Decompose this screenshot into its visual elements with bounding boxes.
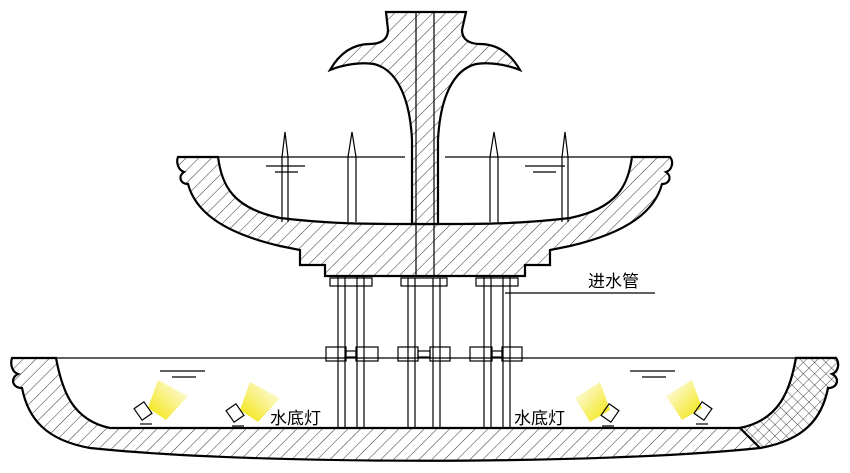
upper-bowl bbox=[176, 155, 674, 278]
nozzles bbox=[281, 131, 569, 222]
lower-basin bbox=[10, 356, 840, 462]
underwater-light-3 bbox=[575, 382, 620, 427]
lower-water-marks bbox=[160, 370, 675, 378]
underwater-light-1 bbox=[133, 380, 188, 425]
inlet-pipe-label: 进水管 bbox=[588, 272, 639, 292]
underwater-light-label-right: 水底灯 bbox=[514, 409, 565, 429]
underwater-light-2 bbox=[225, 382, 280, 427]
underwater-light-4 bbox=[666, 380, 713, 425]
nozzle-1 bbox=[281, 131, 289, 222]
upper-water-marks bbox=[266, 165, 565, 173]
nozzle-2 bbox=[347, 131, 357, 222]
central-column bbox=[327, 10, 523, 276]
nozzle-3 bbox=[489, 131, 499, 222]
nozzle-4 bbox=[561, 131, 569, 222]
underwater-light-label-left: 水底灯 bbox=[270, 409, 321, 429]
underwater-lights bbox=[133, 380, 713, 427]
